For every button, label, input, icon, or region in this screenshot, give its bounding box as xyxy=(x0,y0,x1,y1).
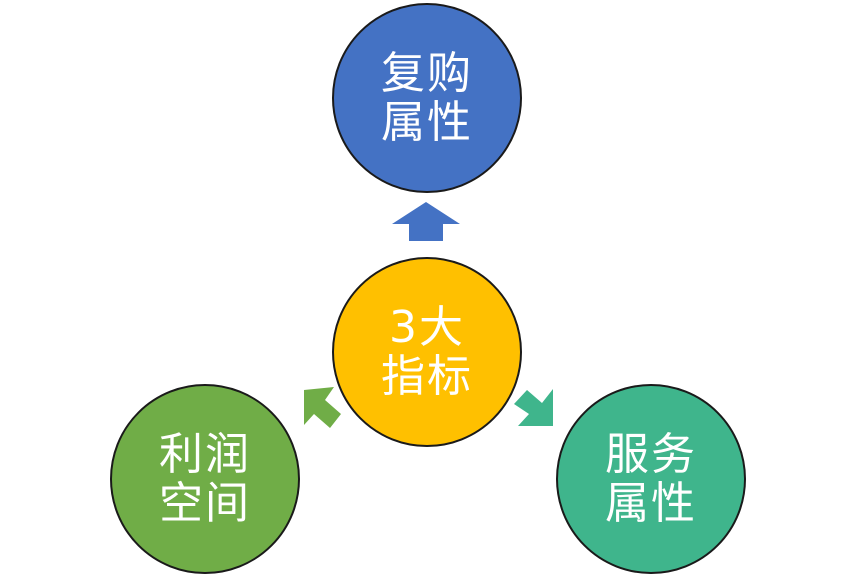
arrow-down-left-icon xyxy=(304,387,341,428)
top-node-line-2: 属性 xyxy=(381,97,473,148)
arrow-up-icon xyxy=(392,202,460,241)
left-node-line-2: 空间 xyxy=(159,478,251,529)
right-node-line-1: 服务 xyxy=(605,428,697,480)
left-node-line-1: 利润 xyxy=(159,428,251,480)
three-major-indicators-node: 3大 指标 xyxy=(332,257,522,447)
service-attribute-node: 服务 属性 xyxy=(556,384,746,574)
center-node-line-2: 指标 xyxy=(381,351,473,402)
profit-space-node: 利润 空间 xyxy=(110,384,300,574)
center-node-line-1: 3大 xyxy=(389,301,465,353)
repurchase-attribute-node: 复购 属性 xyxy=(332,3,522,193)
right-node-line-2: 属性 xyxy=(605,478,697,529)
top-node-line-1: 复购 xyxy=(381,47,473,99)
arrow-down-right-icon xyxy=(514,389,553,426)
